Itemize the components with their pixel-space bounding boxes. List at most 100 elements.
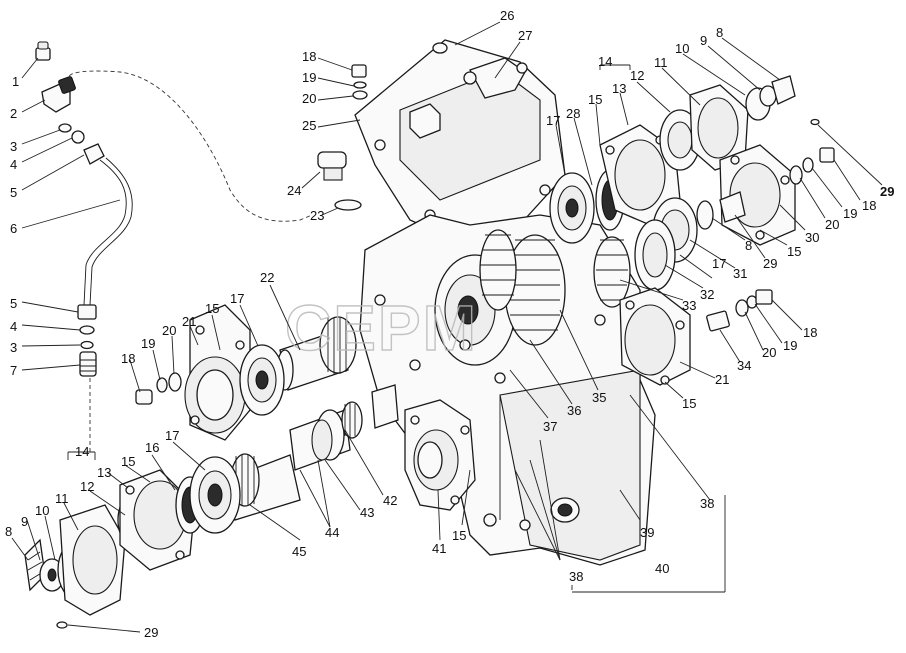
callout-21b: 21 bbox=[715, 372, 729, 387]
callout-6: 6 bbox=[10, 221, 17, 236]
callout-22: 22 bbox=[260, 270, 274, 285]
callout-40: 40 bbox=[655, 561, 669, 576]
part-19-lockwasher-right bbox=[802, 157, 814, 173]
callout-labels: 1 2 3 4 5 6 5 4 3 7 14 13 15 16 17 12 11… bbox=[5, 8, 894, 640]
callout-3b: 3 bbox=[10, 340, 17, 355]
callout-17b: 17 bbox=[230, 291, 244, 306]
part-23-seal-ring bbox=[334, 199, 362, 211]
callout-11a: 11 bbox=[55, 491, 69, 506]
callout-38a: 38 bbox=[569, 569, 583, 584]
part-18-nut-right bbox=[819, 147, 835, 163]
callout-15c: 15 bbox=[452, 528, 466, 543]
main-housing bbox=[359, 214, 656, 566]
part-29-pin-top bbox=[810, 118, 820, 126]
callout-37: 37 bbox=[543, 419, 557, 434]
callout-17d: 17 bbox=[712, 256, 726, 271]
callout-33: 33 bbox=[682, 298, 696, 313]
callout-5a: 5 bbox=[10, 185, 17, 200]
part-20-washer-left bbox=[168, 372, 182, 392]
part-4-ring bbox=[71, 130, 85, 144]
callout-32: 32 bbox=[700, 287, 714, 302]
callout-29c: 29 bbox=[763, 256, 777, 271]
callout-14a: 14 bbox=[75, 444, 89, 459]
callout-3a: 3 bbox=[10, 139, 17, 154]
part-29-pin bbox=[56, 621, 68, 629]
left-middle-bearing-group bbox=[135, 304, 285, 441]
shaft-group bbox=[224, 316, 399, 521]
leader-lines bbox=[11, 21, 883, 633]
callout-23: 23 bbox=[310, 208, 324, 223]
part-5-nut-top bbox=[83, 143, 105, 165]
callout-20b: 20 bbox=[302, 91, 316, 106]
pipe-fitting-group bbox=[35, 41, 133, 377]
callout-15b: 15 bbox=[205, 301, 219, 316]
lower-left-bearing-stack bbox=[24, 456, 241, 629]
part-6-pipe bbox=[83, 159, 127, 306]
callout-20a: 20 bbox=[162, 323, 176, 338]
callout-10a: 10 bbox=[35, 503, 49, 518]
callout-15f: 15 bbox=[682, 396, 696, 411]
part-27-valve bbox=[469, 57, 526, 99]
part-41-cover bbox=[404, 399, 476, 511]
callout-4a: 4 bbox=[10, 157, 17, 172]
callout-14b: 14 bbox=[598, 54, 612, 69]
callout-10b: 10 bbox=[675, 41, 689, 56]
callout-45: 45 bbox=[292, 544, 306, 559]
callout-19c: 19 bbox=[843, 206, 857, 221]
callout-1: 1 bbox=[12, 74, 19, 89]
callout-19a: 19 bbox=[141, 336, 155, 351]
callout-34: 34 bbox=[737, 358, 751, 373]
part-8-ring-right bbox=[696, 200, 714, 230]
callout-13a: 13 bbox=[97, 465, 111, 480]
part-8-nut-top bbox=[771, 75, 796, 105]
part-43-spline bbox=[341, 401, 363, 439]
part-3-washer-bottom bbox=[80, 340, 94, 350]
callout-8b: 8 bbox=[716, 25, 723, 40]
part-19-lockwasher-left bbox=[156, 377, 168, 393]
part-26-screw bbox=[432, 42, 448, 54]
callout-18d: 18 bbox=[803, 325, 817, 340]
watermark: CEPM bbox=[285, 292, 478, 364]
part-42-ring bbox=[311, 419, 333, 461]
part-18-nut-left bbox=[135, 389, 153, 405]
callout-9b: 9 bbox=[700, 33, 707, 48]
callout-17c: 17 bbox=[546, 113, 560, 128]
part-3-washer bbox=[58, 123, 72, 133]
callout-20c: 20 bbox=[825, 217, 839, 232]
callout-35: 35 bbox=[592, 390, 606, 405]
callout-4b: 4 bbox=[10, 319, 17, 334]
callout-15a: 15 bbox=[121, 454, 135, 469]
part-18-nut-right2 bbox=[755, 289, 773, 305]
callout-26: 26 bbox=[500, 8, 514, 23]
part-34-plate bbox=[706, 310, 730, 332]
part-19-lockwasher bbox=[353, 81, 367, 89]
upper-right-bearing-stack bbox=[549, 75, 820, 244]
callout-7: 7 bbox=[10, 363, 17, 378]
callout-44: 44 bbox=[325, 525, 339, 540]
callout-29a: 29 bbox=[144, 625, 158, 640]
callout-28: 28 bbox=[566, 106, 580, 121]
callout-20d: 20 bbox=[762, 345, 776, 360]
part-7-fitting bbox=[79, 351, 97, 377]
callout-38b: 38 bbox=[700, 496, 714, 511]
callout-8a: 8 bbox=[5, 524, 12, 539]
callout-12a: 12 bbox=[80, 479, 94, 494]
callout-8c: 8 bbox=[745, 238, 752, 253]
part-33-gear bbox=[593, 236, 631, 308]
callout-9a: 9 bbox=[21, 514, 28, 529]
callout-25: 25 bbox=[302, 118, 316, 133]
pipe-route-dashed-line bbox=[67, 70, 313, 222]
part-4-ring-bottom bbox=[79, 325, 95, 335]
top-cover-group bbox=[351, 39, 566, 241]
plug-group bbox=[317, 151, 362, 211]
callout-18a: 18 bbox=[121, 351, 135, 366]
callout-39: 39 bbox=[640, 525, 654, 540]
callout-36: 36 bbox=[567, 403, 581, 418]
part-20-washer bbox=[352, 90, 368, 100]
callout-29b: 29 bbox=[880, 184, 894, 199]
callout-41: 41 bbox=[432, 541, 446, 556]
callout-13b: 13 bbox=[612, 81, 626, 96]
callout-17a: 17 bbox=[165, 428, 179, 443]
